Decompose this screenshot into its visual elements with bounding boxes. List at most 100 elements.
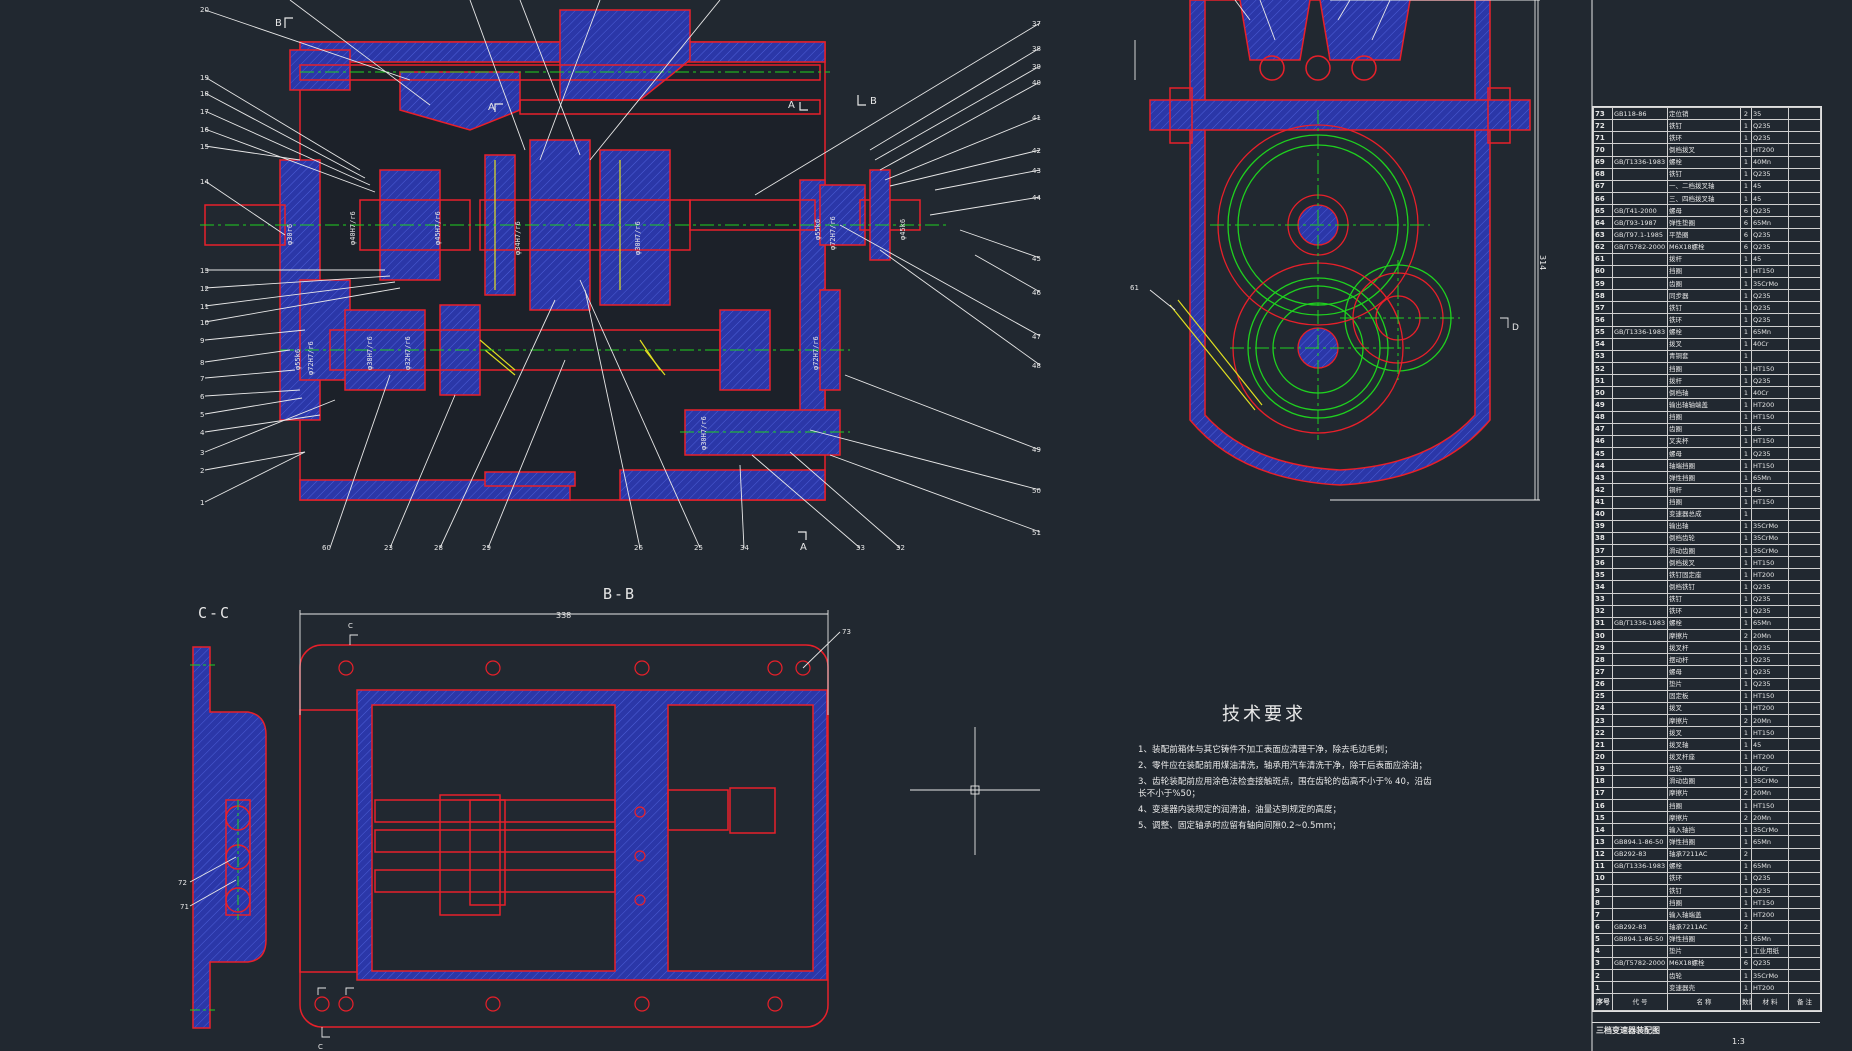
bom-cell-mat: HT150 <box>1751 495 1789 509</box>
bom-cell-mat: HT150 <box>1751 556 1789 570</box>
bom-cell-code <box>1612 434 1668 448</box>
bom-cell-no: 36 <box>1593 556 1613 570</box>
bom-cell-mat: 45 <box>1751 738 1789 752</box>
bom-cell-name: 输出轴 <box>1667 519 1741 533</box>
bom-cell-note <box>1788 131 1821 145</box>
bom-cell-note <box>1788 143 1821 157</box>
bom-cell-qty: 1 <box>1740 653 1752 667</box>
bom-cell-no: 17 <box>1593 786 1613 801</box>
bom-cell-mat <box>1751 349 1789 363</box>
bom-cell-name: 倒档拨叉 <box>1667 143 1741 157</box>
svg-text:φ30H7/r6: φ30H7/r6 <box>700 416 708 450</box>
bom-cell-name: 螺母 <box>1667 446 1741 461</box>
bom-cell-qty: 1 <box>1740 835 1752 849</box>
bom-cell-no: 55 <box>1593 325 1613 339</box>
bb-width-dim: 338 <box>556 611 571 620</box>
bom-cell-note <box>1788 774 1821 788</box>
tech-requirements-title: 技术要求 <box>1222 704 1306 725</box>
bom-cell-mat: 40Cr <box>1751 386 1789 400</box>
bom-cell-mat: Q235 <box>1751 167 1789 181</box>
bom-cell-note <box>1788 811 1821 825</box>
bom-cell-code <box>1612 544 1668 558</box>
bom-header-material: 材 料 <box>1751 993 1789 1012</box>
bom-cell-code: GB/T93-1987 <box>1612 216 1668 230</box>
bom-cell-name: 螺母 <box>1667 665 1741 679</box>
bom-cell-name: 垫片 <box>1667 677 1741 691</box>
bom-cell-mat: 35CrMo <box>1751 276 1789 291</box>
bom-cell-qty: 1 <box>1740 252 1752 266</box>
bom-cell-code <box>1612 726 1668 740</box>
svg-text:49: 49 <box>1032 446 1041 454</box>
bom-cell-qty: 1 <box>1740 289 1752 303</box>
bom-cell-code <box>1612 276 1668 291</box>
bom-cell-no: 70 <box>1593 143 1613 157</box>
bom-cell-name: 同步器 <box>1667 289 1741 303</box>
bom-cell-no: 8 <box>1593 896 1613 910</box>
svg-text:72: 72 <box>178 879 187 887</box>
bom-cell-code <box>1612 738 1668 752</box>
bom-cell-qty: 1 <box>1740 410 1752 424</box>
bom-cell-note <box>1788 471 1821 485</box>
svg-text:25: 25 <box>694 544 703 552</box>
bom-cell-no: 61 <box>1593 252 1613 266</box>
bom-cell-note <box>1788 641 1821 655</box>
bom-cell-mat: Q235 <box>1751 301 1789 315</box>
svg-text:C: C <box>318 1043 323 1051</box>
bom-cell-mat: 20Mn <box>1751 811 1789 825</box>
bom-cell-mat: 35CrMo <box>1751 774 1789 788</box>
svg-text:φ72H7/r6: φ72H7/r6 <box>812 336 820 370</box>
bom-cell-no: 7 <box>1593 908 1613 922</box>
svg-text:40: 40 <box>1032 79 1041 87</box>
bom-cell-note <box>1788 264 1821 278</box>
bom-cell-note <box>1788 507 1821 521</box>
bom-cell-qty: 1 <box>1740 325 1752 339</box>
bom-cell-code: GB/T1336-1983 <box>1612 616 1668 631</box>
bom-cell-code: GB/T5782-2000 <box>1612 956 1668 970</box>
bom-cell-name: 螺栓 <box>1667 325 1741 339</box>
bom-cell-note <box>1788 896 1821 910</box>
bom-cell-name: 挡圈 <box>1667 264 1741 278</box>
bom-cell-mat: Q235 <box>1751 446 1789 461</box>
bom-cell-code: GB/T1336-1983 <box>1612 155 1668 169</box>
bom-cell-no: 64 <box>1593 216 1613 230</box>
svg-text:3: 3 <box>200 449 204 457</box>
bom-cell-mat: Q235 <box>1751 604 1789 618</box>
bom-cell-mat: Q235 <box>1751 653 1789 667</box>
bom-cell-no: 29 <box>1593 641 1613 655</box>
bom-cell-code <box>1612 119 1668 133</box>
bom-cell-no: 56 <box>1593 313 1613 327</box>
bom-cell-code <box>1612 361 1668 376</box>
bom-cell-code <box>1612 556 1668 570</box>
bom-cell-mat: HT150 <box>1751 896 1789 910</box>
bom-cell-qty: 1 <box>1740 155 1752 169</box>
bom-cell-no: 9 <box>1593 883 1613 898</box>
bom-cell-name: 铜杆 <box>1667 483 1741 497</box>
svg-text:C: C <box>348 622 353 630</box>
bom-cell-note <box>1788 106 1821 121</box>
bom-cell-mat: 工业用纸 <box>1751 944 1789 958</box>
bom-cell-code <box>1612 143 1668 157</box>
bom-cell-code <box>1612 908 1668 922</box>
bom-cell-code <box>1612 653 1668 667</box>
svg-text:42: 42 <box>1032 147 1041 155</box>
bom-cell-mat: Q235 <box>1751 374 1789 388</box>
bom-cell-qty: 1 <box>1740 568 1752 582</box>
bom-cell-note <box>1788 823 1821 837</box>
bom-cell-no: 52 <box>1593 361 1613 376</box>
tech-requirement-item: 1、装配前箱体与其它铸件不加工表面应清理干净，除去毛边毛刺； <box>1138 745 1393 755</box>
